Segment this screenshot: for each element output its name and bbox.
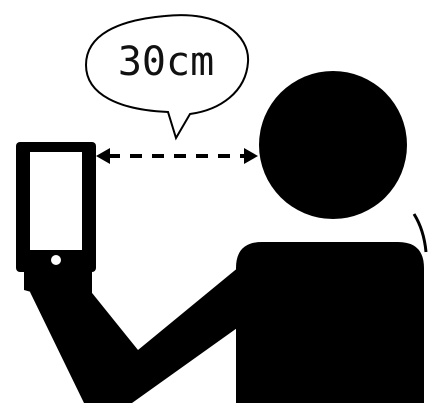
- speech-bubble: 30cm: [86, 15, 248, 138]
- phone-home-button: [51, 255, 61, 265]
- distance-label: 30cm: [118, 39, 214, 85]
- smartphone-icon: [16, 142, 96, 272]
- double-arrow-dashed-icon: [96, 148, 258, 164]
- person-head: [259, 71, 407, 219]
- phone-screen: [30, 152, 82, 250]
- motion-mark: [414, 214, 426, 252]
